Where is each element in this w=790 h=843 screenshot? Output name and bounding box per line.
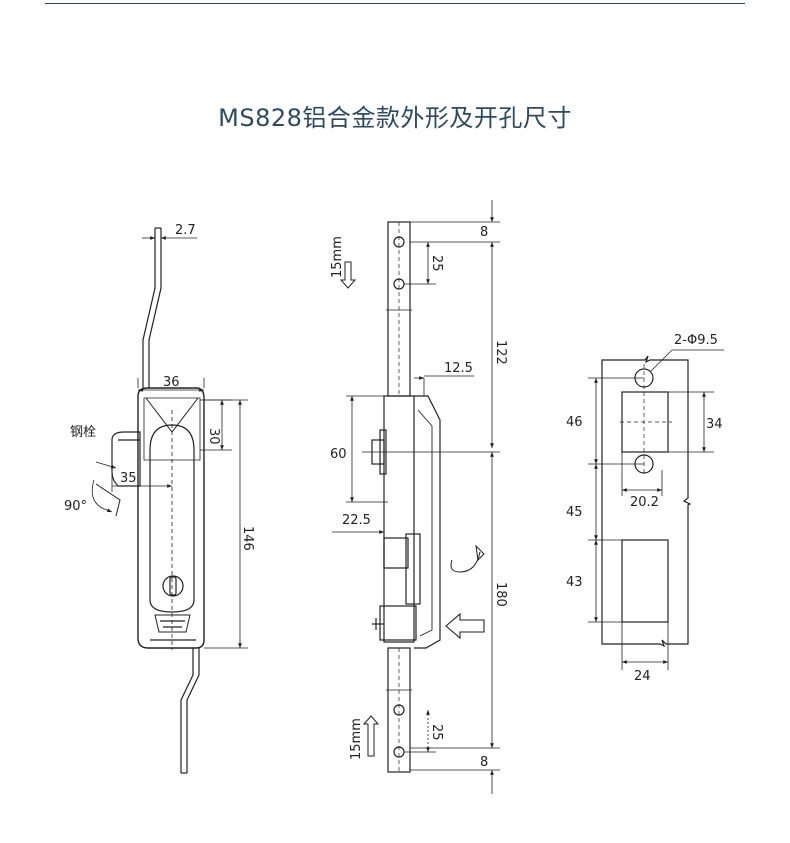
- right-plate-outline: [601, 355, 692, 648]
- right-dim-20-2: 20.2: [630, 495, 659, 510]
- right-dim-45: 45: [566, 505, 583, 520]
- left-dim-offset: 35: [120, 471, 137, 486]
- left-rod-bottom: [180, 648, 194, 773]
- right-cutout-bottom: [621, 539, 669, 623]
- middle-body: [383, 395, 415, 643]
- right-dim-43: 43: [566, 575, 583, 590]
- middle-label-bottom-travel: 15mm: [349, 718, 364, 760]
- middle-dim-top-edge: 8: [480, 225, 488, 240]
- left-lock-cylinder: [162, 575, 184, 597]
- middle-dim-bottom-edge: 8: [480, 755, 488, 770]
- left-dim-rod: 2.7: [175, 223, 196, 238]
- middle-dim-lower: 180: [493, 582, 508, 607]
- middle-travel-arrow-top: [339, 261, 357, 289]
- right-dim-34: 34: [706, 417, 723, 432]
- middle-dimensions: [332, 200, 500, 794]
- middle-dim-body: 60: [330, 447, 347, 462]
- middle-dim-side: 22.5: [342, 513, 371, 528]
- left-rod-top: [142, 228, 156, 388]
- middle-push-arrow: [445, 612, 485, 640]
- middle-view: [339, 221, 485, 773]
- middle-travel-arrow-bottom: [362, 715, 380, 757]
- left-label-rotate: 90°: [64, 499, 87, 514]
- page-title: MS828铝合金款外形及开孔尺寸: [218, 104, 572, 132]
- right-dim-24: 24: [634, 669, 651, 684]
- middle-dim-bottom-hole: 25: [429, 724, 444, 741]
- left-dim-top: 30: [206, 428, 221, 445]
- left-dim-width: 36: [163, 375, 180, 390]
- header-rule: [45, 3, 745, 4]
- left-view: [111, 227, 205, 774]
- middle-hole-bottom-1: [393, 704, 405, 716]
- right-dim-hole: 2-Φ9.5: [674, 333, 718, 348]
- left-dimensions: [91, 236, 248, 649]
- middle-dim-top-hole: 25: [429, 255, 444, 272]
- middle-label-top-travel: 15mm: [330, 236, 345, 278]
- right-dimensions: [588, 349, 724, 670]
- left-dim-height: 146: [240, 526, 255, 551]
- middle-dim-offset: 12.5: [444, 361, 473, 376]
- middle-hole-top-1: [393, 236, 405, 248]
- right-view: [601, 355, 692, 648]
- left-label-pin: 钢栓: [70, 425, 96, 440]
- middle-dim-upper: 122: [493, 340, 508, 365]
- right-dim-46: 46: [566, 415, 583, 430]
